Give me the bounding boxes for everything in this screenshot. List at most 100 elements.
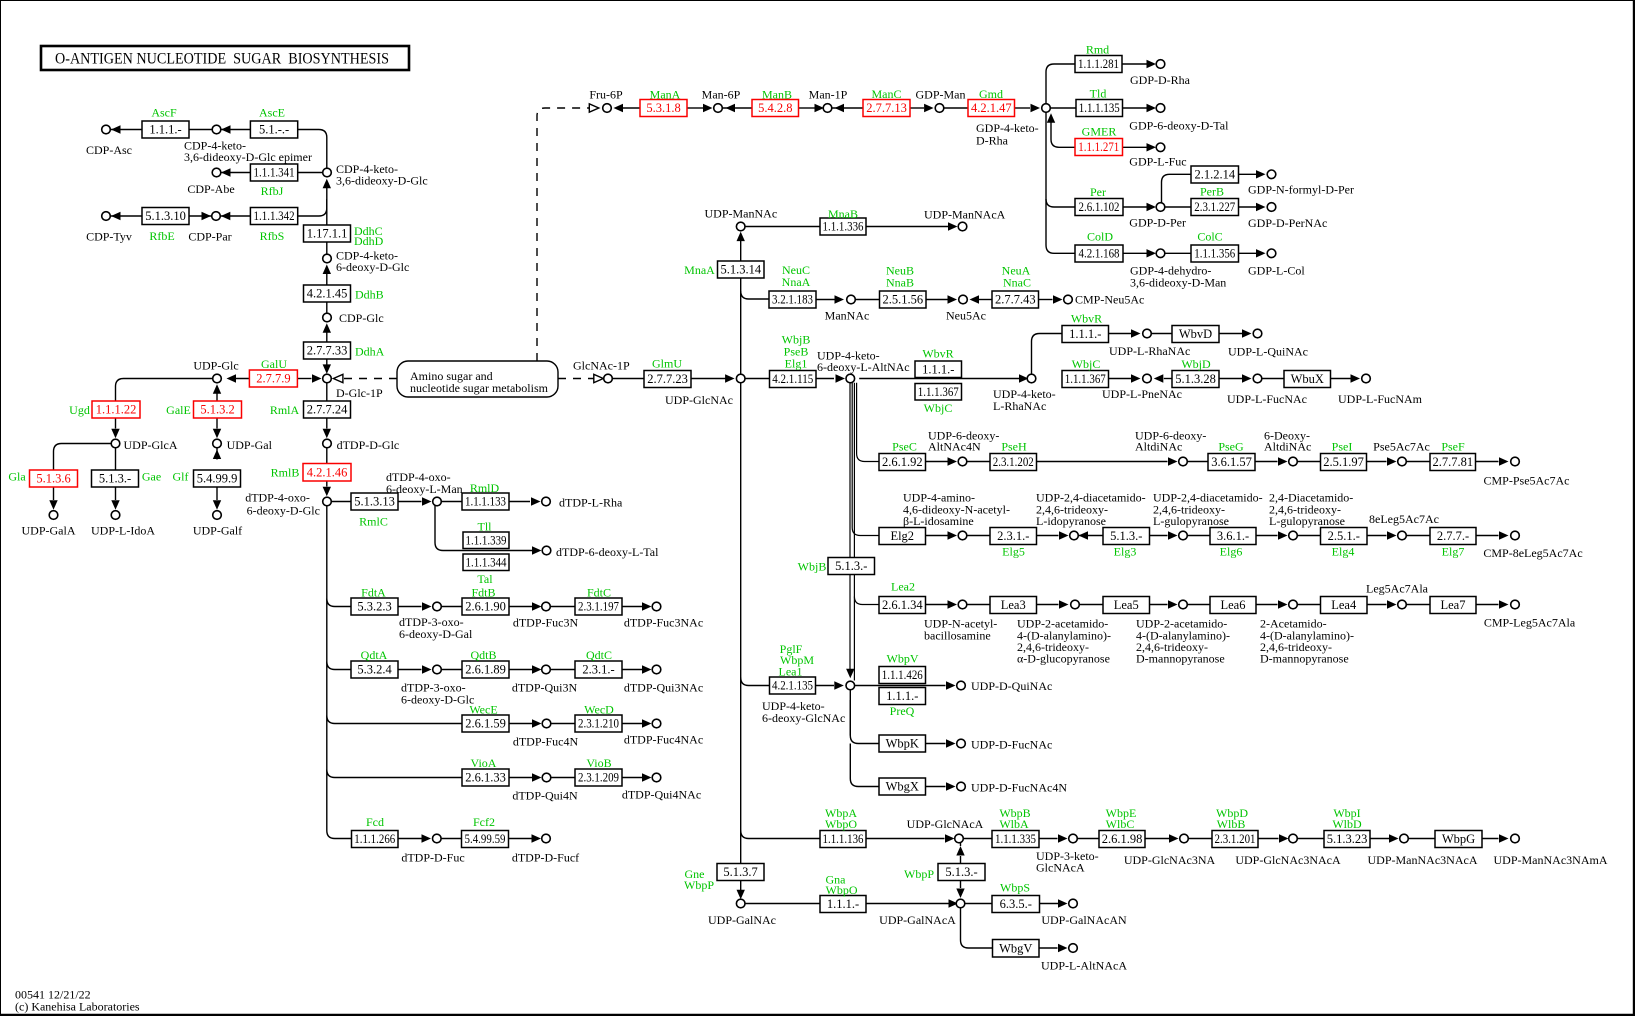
svg-text:WbjB: WbjB [798,559,827,573]
svg-text:UDP-GalA: UDP-GalA [22,523,76,537]
svg-text:MnaB: MnaB [828,207,858,221]
svg-text:NnaA: NnaA [782,275,811,289]
svg-text:2.3.1.210: 2.3.1.210 [578,717,619,731]
svg-text:WbpG: WbpG [1442,832,1475,846]
svg-text:2,4,6-trideoxy-: 2,4,6-trideoxy- [1036,502,1108,516]
svg-text:bacillosamine: bacillosamine [924,628,991,642]
svg-text:Gae: Gae [142,469,161,483]
svg-text:5.1.3.7: 5.1.3.7 [723,865,757,879]
svg-text:RmlC: RmlC [359,514,388,528]
svg-text:1.1.1.-: 1.1.1.- [922,362,954,376]
svg-text:Elg5: Elg5 [1002,544,1025,558]
svg-text:4.2.1.47: 4.2.1.47 [971,101,1012,115]
svg-text:UDP-ManNAc: UDP-ManNAc [705,206,778,220]
svg-text:D-Glc-1P: D-Glc-1P [336,386,383,400]
svg-text:4.2.1.168: 4.2.1.168 [1079,247,1120,261]
svg-text:1.1.1.-: 1.1.1.- [149,123,181,137]
svg-text:UDP-4-keto-: UDP-4-keto- [817,348,880,362]
svg-text:UDP-L-RhaNAc: UDP-L-RhaNAc [1109,344,1190,358]
svg-text:UDP-D-FucNAc: UDP-D-FucNAc [971,737,1052,751]
svg-text:5.3.1.8: 5.3.1.8 [646,101,680,115]
svg-text:2.7.7.33: 2.7.7.33 [307,344,348,358]
svg-text:1.1.1.335: 1.1.1.335 [995,832,1036,846]
svg-text:Ugd: Ugd [69,403,90,417]
svg-text:Amino sugar and: Amino sugar and [410,369,493,383]
svg-text:2.6.1.89: 2.6.1.89 [465,663,506,677]
svg-text:dTDP-6-deoxy-L-Tal: dTDP-6-deoxy-L-Tal [556,545,659,559]
svg-text:AltNAc4N: AltNAc4N [928,439,981,453]
svg-text:UDP-4-amino-: UDP-4-amino- [903,490,975,504]
svg-text:5.1.3.6: 5.1.3.6 [36,472,70,486]
svg-text:1.1.1.339: 1.1.1.339 [466,533,507,547]
svg-text:RfbE: RfbE [149,229,174,243]
svg-text:L-idopyranose: L-idopyranose [1036,514,1106,528]
svg-text:WbpM: WbpM [780,653,814,667]
svg-text:dTDP-Fuc3NAc: dTDP-Fuc3NAc [624,615,703,629]
svg-text:CDP-4-keto-: CDP-4-keto- [336,248,398,262]
svg-text:FdtB: FdtB [471,585,495,599]
svg-text:3,6-dideoxy-D-Glc epimer: 3,6-dideoxy-D-Glc epimer [184,150,312,164]
svg-text:1.1.1.336: 1.1.1.336 [823,220,864,234]
svg-text:GlmU: GlmU [652,356,682,370]
svg-text:UDP-ManNAc3NAcA: UDP-ManNAc3NAcA [1368,853,1478,867]
svg-text:WbpA: WbpA [825,806,857,820]
svg-text:3,6-dideoxy-D-Man: 3,6-dideoxy-D-Man [1130,275,1226,289]
svg-text:4.2.1.135: 4.2.1.135 [772,679,813,693]
svg-text:3.2.1.183: 3.2.1.183 [772,293,813,307]
svg-text:CDP-Asc: CDP-Asc [86,143,132,157]
svg-text:VioB: VioB [586,756,611,770]
svg-text:QdtA: QdtA [361,648,388,662]
svg-text:nucleotide sugar metabolism: nucleotide sugar metabolism [410,381,549,395]
svg-text:2.3.1.227: 2.3.1.227 [1194,200,1235,214]
svg-text:6-Deoxy-: 6-Deoxy- [1264,428,1310,442]
svg-text:5.1.3.23: 5.1.3.23 [1327,832,1368,846]
svg-text:O-ANTIGEN NUCLEOTIDE SUGAR B: O-ANTIGEN NUCLEOTIDE SUGAR BIOSYNTHESIS [55,51,389,68]
svg-text:WbpB: WbpB [999,806,1030,820]
svg-text:UDP-3-keto-: UDP-3-keto- [1036,849,1099,863]
svg-text:Fcd: Fcd [366,815,384,829]
svg-text:CDP-Abe: CDP-Abe [187,182,234,196]
svg-text:2.7.7.9: 2.7.7.9 [256,372,290,386]
svg-text:3.6.1.-: 3.6.1.- [1217,529,1249,543]
svg-text:2.5.1.97: 2.5.1.97 [1323,455,1364,469]
svg-text:Glf: Glf [173,469,189,483]
svg-text:PglF: PglF [780,642,803,656]
svg-text:D-mannopyranose: D-mannopyranose [1136,651,1225,665]
svg-text:2.7.7.-: 2.7.7.- [1437,529,1469,543]
svg-text:WbpP: WbpP [684,878,714,892]
svg-text:WbpV: WbpV [887,651,919,665]
svg-text:WbjC: WbjC [1072,357,1101,371]
svg-text:PseI: PseI [1332,439,1353,453]
svg-text:Fcf2: Fcf2 [473,815,495,829]
svg-text:WbjB: WbjB [782,332,811,346]
svg-text:(c) Kanehisa Laboratories: (c) Kanehisa Laboratories [15,999,140,1013]
svg-text:UDP-L-PneNAc: UDP-L-PneNAc [1102,387,1182,401]
svg-text:3.6.1.57: 3.6.1.57 [1211,455,1252,469]
svg-text:CDP-Tyv: CDP-Tyv [86,229,132,243]
svg-text:6-deoxy-L-Man: 6-deoxy-L-Man [386,482,463,496]
svg-text:5.1.3.2: 5.1.3.2 [200,403,234,417]
svg-text:5.1.3.28: 5.1.3.28 [1175,372,1216,386]
svg-text:UDP-ManNAcA: UDP-ManNAcA [924,207,1006,221]
svg-text:PreQ: PreQ [890,704,915,718]
svg-text:AscF: AscF [151,105,177,119]
svg-text:UDP-4-keto-: UDP-4-keto- [762,699,825,713]
svg-text:dTDP-3-oxo-: dTDP-3-oxo- [399,615,464,629]
svg-text:2.7.7.23: 2.7.7.23 [647,372,688,386]
svg-text:Rmd: Rmd [1086,42,1109,56]
svg-text:UDP-Gal: UDP-Gal [227,438,273,452]
svg-text:GalE: GalE [166,403,191,417]
svg-text:ManNAc: ManNAc [825,308,870,322]
svg-text:2,4,6-trideoxy-: 2,4,6-trideoxy- [1260,640,1332,654]
svg-text:6-deoxy-L-AltNAc: 6-deoxy-L-AltNAc [817,360,910,374]
svg-text:Tll: Tll [478,519,493,533]
svg-text:2.6.1.92: 2.6.1.92 [882,455,923,469]
svg-text:GDP-L-Col: GDP-L-Col [1248,263,1305,277]
svg-text:1.1.1.367: 1.1.1.367 [918,385,959,399]
svg-text:UDP-GalNAcAN: UDP-GalNAcAN [1041,913,1127,927]
svg-text:4-(D-alanylamino)-: 4-(D-alanylamino)- [1260,628,1354,642]
svg-text:WlbC: WlbC [1106,817,1135,831]
svg-text:RmlA: RmlA [270,403,300,417]
svg-text:WlbB: WlbB [1217,817,1246,831]
svg-text:Gla: Gla [8,469,26,483]
